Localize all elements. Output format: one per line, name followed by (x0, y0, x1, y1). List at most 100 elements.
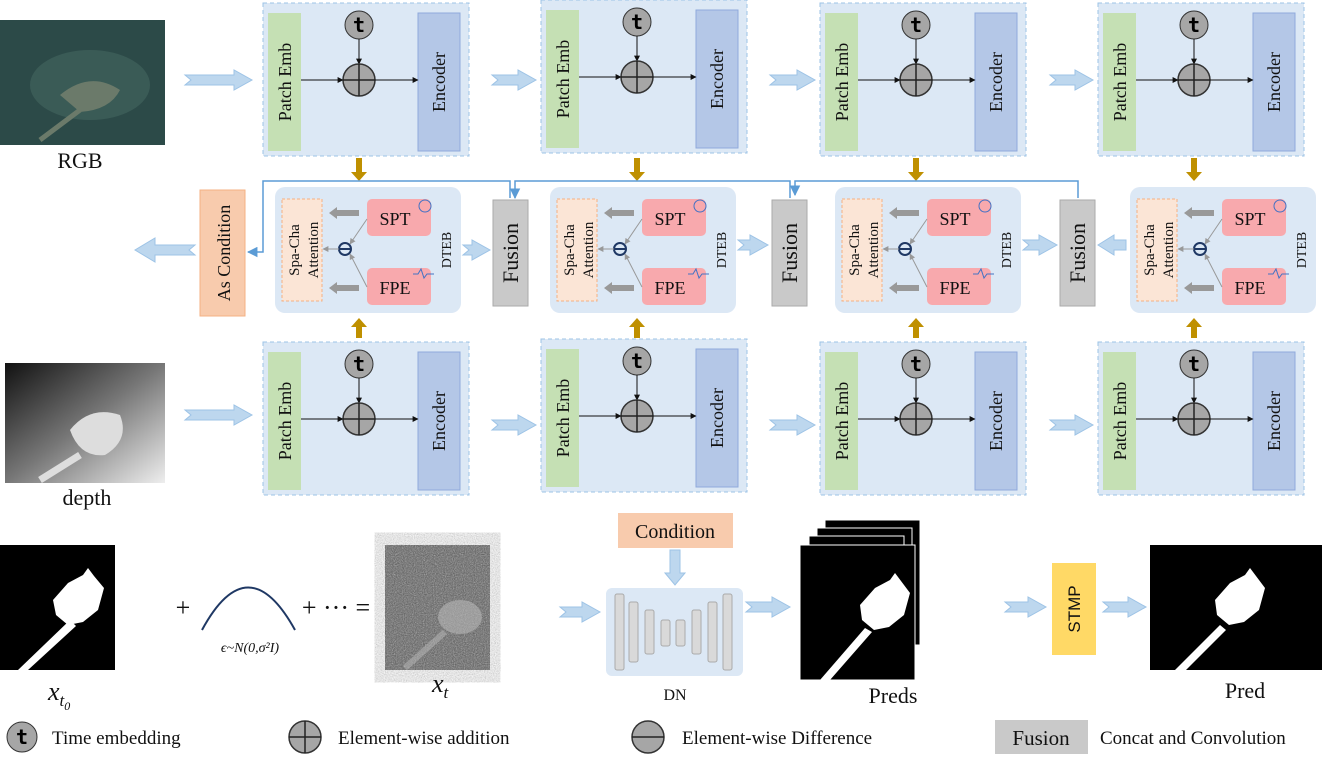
patch-emb-box (546, 10, 579, 148)
preds-label: Preds (869, 683, 918, 708)
patch-emb-label: Patch Emb (553, 40, 573, 119)
gaussian-curve (201, 586, 296, 631)
dn-label: DN (663, 687, 687, 704)
fusion-connector (509, 180, 791, 200)
gray-arrow (329, 282, 359, 294)
dteb-label: DTEB (1000, 232, 1015, 269)
stmp-box (1052, 563, 1096, 655)
depth-image (5, 363, 165, 483)
time-symbol: t (1188, 352, 1200, 376)
patch-emb-box (825, 352, 858, 490)
feature-arrow (351, 318, 367, 338)
encoder-label: Encoder (707, 388, 727, 448)
atom-icon (418, 199, 432, 213)
legend-label: Time embedding (52, 728, 181, 749)
spt-label: SPT (654, 209, 685, 229)
gray-arrow (889, 207, 919, 219)
patch-emb-label: Patch Emb (1110, 43, 1130, 122)
encoder-box (974, 12, 1018, 152)
patch-emb-label: Patch Emb (1110, 382, 1130, 461)
condition-box (618, 513, 733, 548)
legend-label: Element-wise addition (338, 728, 510, 749)
spt-label: SPT (379, 209, 410, 229)
waveform-icon (413, 267, 434, 280)
flow-arrow (744, 596, 792, 618)
patch-emb-label: Patch Emb (832, 43, 852, 122)
fusion-label: Fusion (498, 223, 523, 283)
patch-emb-box (1103, 352, 1136, 490)
pred-image (1150, 545, 1322, 670)
atom-icon (978, 199, 992, 213)
encoder-box (695, 348, 739, 488)
flow-arrow (490, 414, 538, 436)
patch-emb-box (1103, 13, 1136, 151)
rgb-label: RGB (57, 148, 102, 173)
waveform-icon (973, 267, 994, 280)
feature-arrow (908, 158, 924, 181)
flow-arrow (558, 601, 602, 623)
spt-box (927, 199, 991, 236)
patch-emb-box (825, 13, 858, 151)
dteb-label: DTEB (440, 232, 455, 269)
depth-label: depth (63, 485, 112, 510)
feature-arrow (1186, 158, 1202, 181)
encoder-box (695, 9, 739, 149)
encoder-box (1252, 351, 1296, 491)
stmp-label: STMP (1065, 585, 1084, 632)
fpe-box (1222, 268, 1286, 305)
encoder-label: Encoder (429, 391, 449, 451)
waveform-icon (1268, 267, 1289, 280)
patch-emb-label: Patch Emb (275, 43, 295, 122)
element-wise-addition-icon (288, 720, 322, 754)
encoder-label: Encoder (1264, 391, 1284, 451)
legend-item-fusion: Fusion Concat and Convolution (995, 720, 1286, 754)
pred-label: Pred (1225, 678, 1265, 703)
dteb-label: DTEB (715, 232, 730, 269)
fpe-label: FPE (1234, 278, 1265, 298)
encoder-label: Encoder (429, 52, 449, 112)
feature-arrow (908, 318, 924, 338)
time-symbol: t (910, 352, 922, 376)
rgb-image (0, 20, 165, 145)
flow-arrow (1048, 414, 1095, 436)
time-symbol: t (1188, 13, 1200, 37)
flow-arrow (183, 69, 254, 91)
time-embedding-icon: t (16, 725, 28, 749)
patch-emb-box (268, 352, 301, 490)
feature-arrow (1186, 318, 1202, 338)
spt-box (1222, 199, 1286, 236)
spa-cha-attention-box (281, 198, 323, 302)
preds-stack (799, 519, 921, 681)
feature-arrow (629, 318, 645, 338)
rgb-encoder-block-1: Patch Emb Encoder t (262, 2, 470, 157)
fpe-box (927, 268, 991, 305)
output-arrow (134, 237, 197, 263)
condition-label: Condition (635, 521, 715, 543)
time-symbol: t (910, 13, 922, 37)
denoising-network (606, 588, 743, 676)
flow-arrow (768, 69, 817, 91)
atom-icon (693, 199, 707, 213)
patch-emb-box (546, 349, 579, 487)
fusion-box-1 (492, 199, 529, 307)
flow-arrow (736, 234, 770, 256)
as-condition-label: As Condition (214, 205, 234, 302)
gray-arrow (329, 207, 359, 219)
fusion-label: Fusion (1065, 223, 1090, 283)
time-symbol: t (631, 10, 643, 34)
waveform-icon (688, 267, 709, 280)
gray-arrow (1184, 282, 1214, 294)
flow-arrow (768, 414, 817, 436)
atom-icon (1273, 199, 1287, 213)
encoder-label: Encoder (986, 391, 1006, 451)
plus-operator: + (176, 593, 191, 622)
as-condition-box (199, 189, 246, 317)
time-symbol: t (353, 13, 365, 37)
encoder-box (1252, 12, 1296, 152)
noise-label: ϵ~N(0,σ²I) (221, 641, 279, 656)
x-t0-mask-image (0, 545, 115, 670)
